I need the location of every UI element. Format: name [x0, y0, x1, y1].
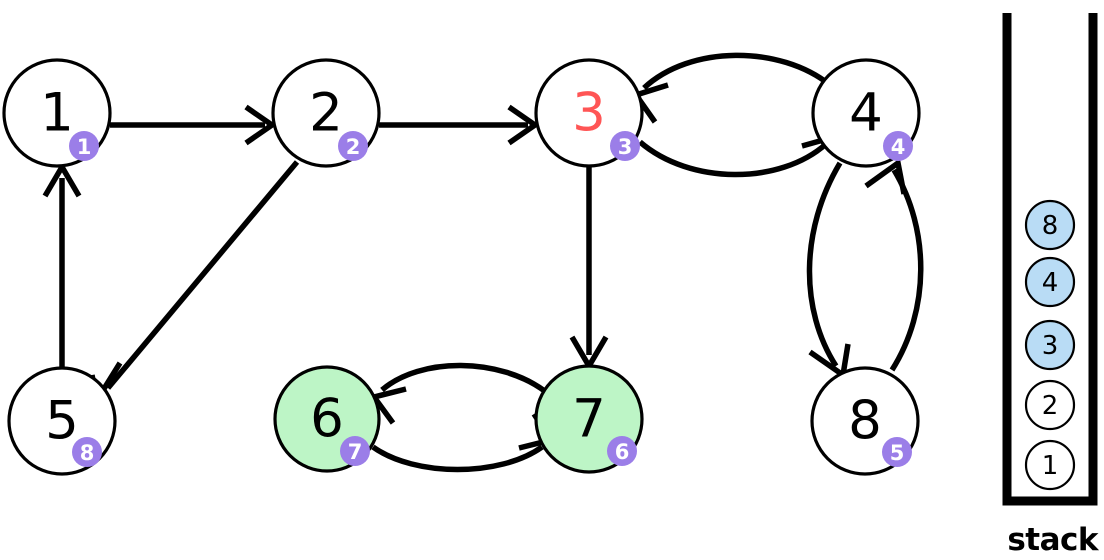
- stack-item-circle[interactable]: [1024, 379, 1076, 431]
- graph-node-1[interactable]: 1 1: [2, 58, 112, 168]
- node-8-badge-label: 5: [890, 441, 905, 465]
- node-8-label: 8: [848, 391, 882, 452]
- stack-item-label: 3: [1042, 331, 1059, 361]
- node-6-label: 6: [310, 389, 344, 450]
- node-3-badge-circle: [610, 131, 640, 161]
- node-3-label: 3: [572, 83, 606, 144]
- node-7-label: 7: [572, 389, 606, 450]
- stack-item-label: 1: [1042, 451, 1059, 481]
- stack-item-4[interactable]: 1: [1024, 439, 1076, 491]
- node-5-label: 5: [45, 391, 79, 452]
- graph-node-5[interactable]: 5 8: [7, 366, 117, 476]
- edge-2-to-5: [89, 160, 300, 408]
- stack-caption: stack: [1007, 522, 1098, 558]
- node-8-badge-circle: [882, 437, 912, 467]
- stack-container-outline: [1002, 13, 1098, 506]
- stack-item-circle[interactable]: [1024, 439, 1076, 491]
- graph-node-2[interactable]: 2 2: [271, 58, 381, 168]
- edge-8-to-4: [864, 158, 924, 372]
- node-7-badge-circle: [607, 436, 637, 466]
- node-7-badge-label: 6: [615, 440, 630, 464]
- edge-3-to-4: [638, 108, 839, 178]
- graph-node-6[interactable]: 6 7: [273, 365, 381, 473]
- node-3-badge-label: 3: [618, 135, 633, 159]
- node-6-badge-circle: [340, 436, 370, 466]
- node-4-badge-label: 4: [891, 135, 906, 159]
- stack-item-circle[interactable]: [1024, 199, 1076, 251]
- edge-6-to-7: [371, 412, 556, 473]
- node-layer: 1 1 2 2 3 3 4 4: [2, 58, 921, 476]
- node-2-badge-circle: [338, 131, 368, 161]
- stack-item-label: 4: [1042, 268, 1059, 298]
- node-6-badge-label: 7: [348, 440, 363, 464]
- node-2-label: 2: [309, 83, 343, 144]
- edge-layer: [42, 52, 924, 473]
- node-2-badge-label: 2: [346, 135, 361, 159]
- edge-4-to-8: [806, 161, 851, 380]
- graph-node-3[interactable]: 3 3: [534, 58, 644, 168]
- node-1-badge-label: 1: [77, 135, 92, 159]
- edge-2-to-3: [379, 104, 540, 146]
- edge-4-to-3: [631, 52, 832, 124]
- stack-item-3[interactable]: 2: [1024, 379, 1076, 431]
- edge-5-to-1: [42, 161, 82, 368]
- stack-item-1[interactable]: 4: [1024, 256, 1076, 308]
- node-1-badge-circle: [69, 131, 99, 161]
- stack-item-label: 8: [1042, 211, 1059, 241]
- node-5-badge-circle: [72, 437, 102, 467]
- stack-item-label: 2: [1042, 391, 1059, 421]
- edge-7-to-6: [369, 362, 548, 425]
- graph-node-8[interactable]: 8 5: [810, 366, 920, 476]
- node-5-badge-label: 8: [80, 441, 95, 465]
- stack-panel: 8 4 3 2 1: [1002, 13, 1098, 506]
- node-4-badge-circle: [883, 131, 913, 161]
- node-1-label: 1: [40, 83, 74, 144]
- edge-3-to-7: [569, 166, 609, 372]
- stack-item-0[interactable]: 8: [1024, 199, 1076, 251]
- stack-item-circle[interactable]: [1024, 256, 1076, 308]
- graph-node-7[interactable]: 7 6: [534, 364, 644, 474]
- edge-1-to-2: [110, 104, 277, 146]
- graph-node-4[interactable]: 4 4: [811, 58, 921, 168]
- stack-item-circle[interactable]: [1024, 319, 1076, 371]
- stack-item-2[interactable]: 3: [1024, 319, 1076, 371]
- node-4-label: 4: [849, 83, 883, 144]
